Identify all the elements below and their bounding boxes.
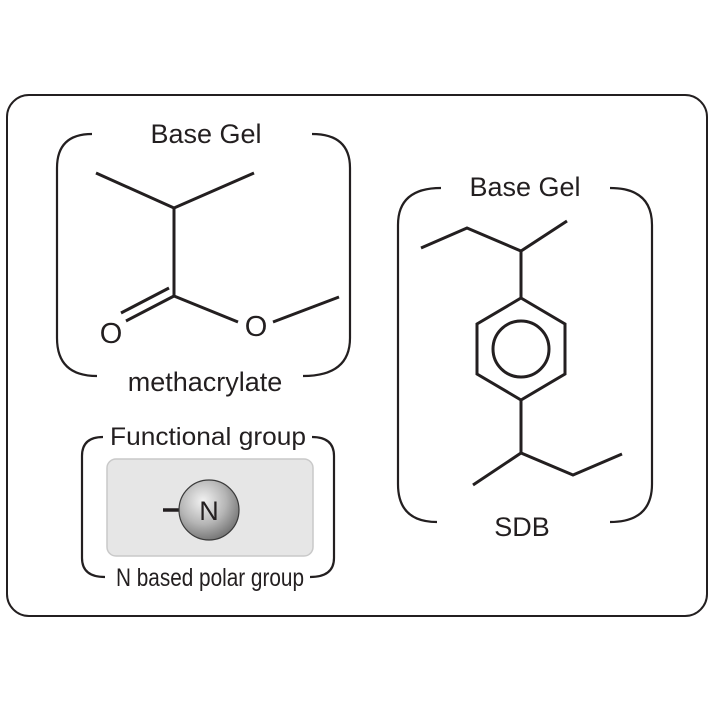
ester-bond [173, 294, 239, 324]
benzene-aromatic-circle [491, 319, 551, 379]
outer-frame [6, 94, 708, 617]
nitrogen-sphere [178, 479, 240, 541]
sdb-base-gel-label: Base Gel [469, 172, 580, 202]
n-based-polar-group-label: N based polar group [116, 564, 304, 592]
carbonyl-oxygen-atom: O [100, 318, 123, 350]
methacrylate-structure: Base Gel methacrylate O O [55, 119, 352, 397]
carbonyl-double-bond-line-1 [125, 294, 175, 323]
methacrylate-left-bracket [55, 132, 98, 378]
sdb-lower-chain-bond [472, 451, 623, 487]
methacrylate-backbone-bond [95, 171, 255, 210]
sdb-upper-chain-bond [420, 219, 568, 253]
benzene-ring [475, 296, 567, 402]
sdb-left-bracket [396, 186, 442, 524]
methacrylate-base-gel-label: Base Gel [150, 119, 261, 149]
ester-oxygen-atom: O [245, 311, 268, 343]
methyl-ester-bond [272, 295, 340, 324]
functional-left-bracket [80, 435, 106, 579]
methacrylate-right-bracket [302, 132, 352, 378]
functional-group-label: Functional group [110, 423, 306, 451]
methacrylate-label: methacrylate [128, 367, 283, 397]
sdb-right-bracket [609, 186, 654, 524]
nitrogen-atom: N [199, 496, 219, 526]
carbonyl-double-bond-line-2 [120, 286, 170, 315]
functional-right-bracket [309, 435, 336, 579]
sdb-label: SDB [494, 512, 550, 542]
functional-group: Functional group N based polar group N [80, 423, 336, 592]
sdb-structure: Base Gel SDB [396, 172, 654, 542]
